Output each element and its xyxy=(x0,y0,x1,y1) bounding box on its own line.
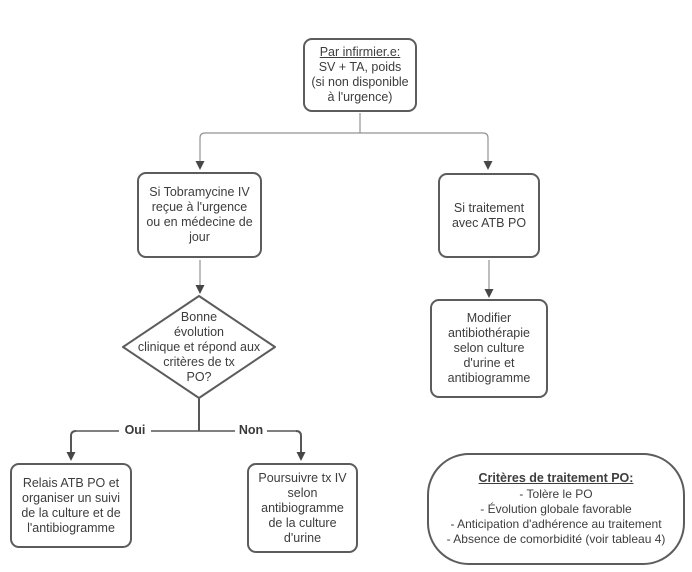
arrowhead-to-modify xyxy=(484,289,494,298)
node-relais-atb-po: Relais ATB PO et organiser un suivi de l… xyxy=(10,463,132,548)
criteria-item: - Tolère le PO xyxy=(519,487,593,501)
decision-diamond-text: Bonne évolution clinique et répond aux c… xyxy=(137,309,261,384)
criteria-item: - Évolution globale favorable xyxy=(480,502,632,516)
criteria-item: - Anticipation d'adhérence au traitement xyxy=(450,517,662,531)
criteria-box-title: Critères de traitement PO: xyxy=(478,471,634,485)
decision-diamond-shape xyxy=(122,295,276,399)
branch-label-oui: Oui xyxy=(119,423,151,438)
connector-oui-drop xyxy=(70,430,77,452)
node-start-body: SV + TA, poids (si non disponible à l'ur… xyxy=(311,60,409,104)
connector-non-drop xyxy=(295,430,302,452)
arrowhead-to-decision xyxy=(195,285,205,294)
node-traitement-atb-po-text: Si traitement avec ATB PO xyxy=(451,200,527,230)
node-modifier-antibiotherapie: Modifier antibiothérapie selon culture d… xyxy=(430,299,548,398)
node-traitement-atb-po: Si traitement avec ATB PO xyxy=(438,173,540,258)
node-modifier-antibiotherapie-text: Modifier antibiothérapie selon culture d… xyxy=(447,311,531,385)
node-relais-atb-po-text: Relais ATB PO et organiser un suivi de l… xyxy=(21,475,121,535)
arrowhead-to-right-branch xyxy=(483,161,493,170)
node-start: Par infirmier.e: SV + TA, poids (si non … xyxy=(303,38,417,112)
node-tobramycine-iv-text: Si Tobramycine IV reçue à l'urgence ou e… xyxy=(146,185,253,244)
node-start-title: Par infirmier.e: xyxy=(319,45,401,59)
branch-label-non: Non xyxy=(235,423,267,438)
arrowhead-to-yes-outcome xyxy=(66,452,76,461)
connector-start-split xyxy=(199,132,489,162)
node-tobramycine-iv: Si Tobramycine IV reçue à l'urgence ou e… xyxy=(137,172,262,258)
arrowhead-to-no-outcome xyxy=(296,452,306,461)
node-poursuivre-tx-iv: Poursuivre tx IV selon antibiogramme de … xyxy=(247,463,358,553)
arrowhead-to-left-branch xyxy=(195,161,205,170)
node-poursuivre-tx-iv-text: Poursuivre tx IV selon antibiogramme de … xyxy=(258,470,347,545)
criteria-item: - Absence de comorbidité (voir tableau 4… xyxy=(446,532,666,546)
criteria-box: Critères de traitement PO: - Tolère le P… xyxy=(427,453,685,565)
